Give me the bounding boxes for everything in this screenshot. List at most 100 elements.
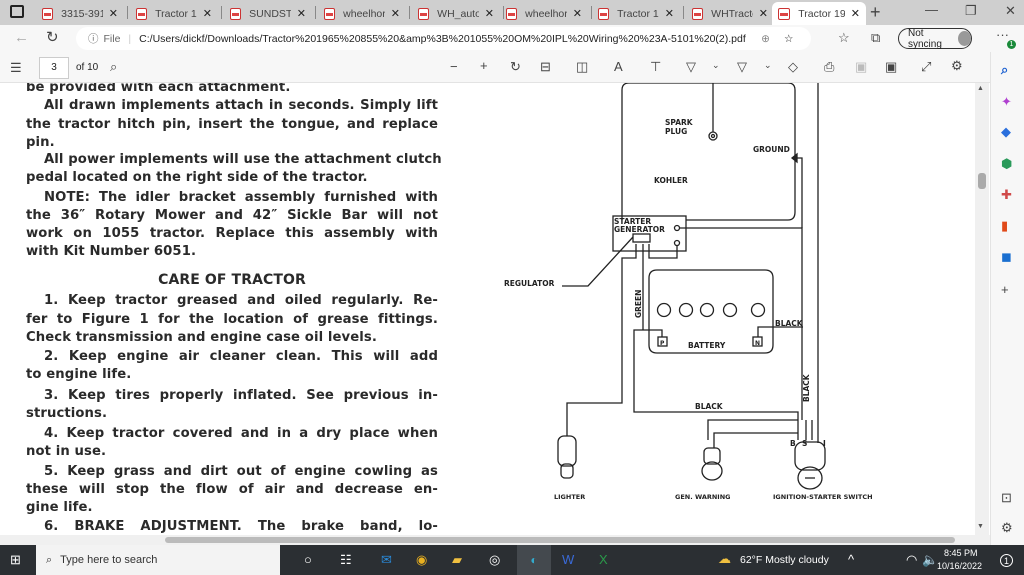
- chrome-app-icon[interactable]: ◉: [416, 552, 428, 567]
- file-explorer-icon[interactable]: ▰: [452, 552, 462, 567]
- document-text-line: to engine life.: [26, 367, 132, 382]
- hscroll-thumb[interactable]: [165, 537, 955, 543]
- zoom-icon[interactable]: ⊕: [761, 32, 770, 45]
- settings-icon[interactable]: ⚙: [951, 58, 963, 73]
- save-icon[interactable]: ▣: [855, 59, 868, 74]
- close-tab-icon[interactable]: ✕: [108, 8, 118, 20]
- fit-page-icon[interactable]: ⊟: [540, 59, 551, 74]
- erase-icon[interactable]: ◇: [788, 59, 798, 74]
- contents-icon[interactable]: ☰: [10, 60, 22, 75]
- tab[interactable]: 3315-391R✕: [36, 2, 124, 25]
- taskbar-search[interactable]: ⌕ Type here to search: [36, 545, 280, 575]
- horizontal-scrollbar[interactable]: [0, 535, 990, 545]
- tools-icon[interactable]: ⬢: [1001, 156, 1013, 171]
- edge-app-icon[interactable]: ◐: [517, 545, 551, 575]
- scroll-up-arrow[interactable]: ▲: [977, 85, 984, 92]
- tab[interactable]: Tractor 196✕: [772, 2, 866, 25]
- print-icon[interactable]: ⎙: [824, 59, 835, 74]
- add-sidebar-app-icon[interactable]: +: [1001, 282, 1009, 297]
- document-text-line: All power implements will use the attach…: [44, 152, 442, 167]
- ignition-switch-label: IGNITION-STARTER SWITCH: [773, 493, 873, 501]
- close-tab-icon[interactable]: ✕: [202, 8, 212, 20]
- sync-button[interactable]: Not syncing: [898, 28, 972, 50]
- close-tab-icon[interactable]: ✕: [758, 8, 768, 20]
- sidebar-toggle-icon[interactable]: ⊡: [1001, 490, 1012, 505]
- more-menu-button[interactable]: ···: [996, 27, 1009, 42]
- tab-separator: [315, 6, 316, 19]
- sidebar-settings-icon[interactable]: ⚙: [1001, 520, 1013, 535]
- widgets-icon[interactable]: ☷: [340, 552, 352, 567]
- excel-app-icon[interactable]: X: [599, 552, 608, 567]
- zoom-out-button[interactable]: −: [450, 59, 458, 74]
- info-icon[interactable]: ⓘ: [88, 33, 99, 45]
- sparkle-icon[interactable]: ✦: [1001, 94, 1012, 109]
- highlight-options-icon[interactable]: ⌄: [764, 60, 772, 70]
- url-text[interactable]: C:/Users/dickf/Downloads/Tractor%201965%…: [139, 32, 746, 45]
- fullscreen-icon[interactable]: ⤢: [921, 59, 932, 74]
- zoom-in-button[interactable]: +: [480, 58, 488, 73]
- pdf-icon: [506, 7, 518, 20]
- back-button[interactable]: ←: [14, 29, 29, 46]
- word-app-icon[interactable]: W: [562, 552, 575, 567]
- volume-icon[interactable]: 🔈: [922, 552, 939, 567]
- collections-icon[interactable]: ⧉: [871, 30, 881, 45]
- document-text-line: 1. Keep tractor greased and oiled regula…: [44, 293, 438, 308]
- clock-time[interactable]: 8:45 PM: [944, 548, 978, 558]
- find-icon[interactable]: ⌕: [110, 59, 118, 74]
- mail-app-icon[interactable]: ✉: [381, 552, 392, 567]
- pdf-icon: [42, 7, 54, 20]
- page-view-icon[interactable]: ◫: [576, 59, 589, 74]
- rotate-icon[interactable]: ↻: [510, 59, 521, 74]
- document-text-line: with Kit Number 6051.: [26, 244, 197, 259]
- office-icon[interactable]: ▮: [1001, 218, 1009, 233]
- refresh-button[interactable]: ↻: [46, 29, 59, 46]
- restore-button[interactable]: ❐: [965, 3, 977, 18]
- tab-actions-icon[interactable]: [10, 5, 24, 18]
- start-button[interactable]: ⊞: [10, 552, 21, 567]
- shopping-icon[interactable]: ◆: [1001, 124, 1011, 139]
- vertical-scrollbar[interactable]: ▲ ▼: [975, 83, 989, 535]
- close-tab-icon[interactable]: ✕: [296, 8, 306, 20]
- close-tab-icon[interactable]: ✕: [484, 8, 494, 20]
- close-tab-icon[interactable]: ✕: [572, 8, 582, 20]
- favorite-star-icon[interactable]: ☆: [783, 32, 794, 45]
- app-icon[interactable]: ◎: [489, 552, 501, 567]
- close-tab-icon[interactable]: ✕: [664, 8, 674, 20]
- tab[interactable]: WHTractor✕: [686, 2, 774, 25]
- draw-icon[interactable]: ▽: [686, 59, 696, 74]
- network-icon[interactable]: ◠: [906, 552, 918, 567]
- plug-label: PLUG: [665, 127, 687, 136]
- tab[interactable]: wheelhorse✕: [500, 2, 588, 25]
- tab[interactable]: Tractor 196✕: [130, 2, 218, 25]
- pdf-page: be provided with each attachment.All dra…: [0, 83, 975, 535]
- save-as-icon[interactable]: ▣: [885, 59, 898, 74]
- address-bar[interactable]: ⓘ File | C:/Users/dickf/Downloads/Tracto…: [76, 27, 811, 50]
- notification-badge: 1: [1007, 40, 1016, 49]
- highlight-icon[interactable]: ▽: [737, 59, 747, 74]
- tab[interactable]: WH_auto_✕: [412, 2, 500, 25]
- clock-date[interactable]: 10/16/2022: [937, 561, 983, 571]
- page-number-input[interactable]: 3: [39, 57, 69, 79]
- tab[interactable]: Tractor 198✕: [592, 2, 680, 25]
- close-tab-icon[interactable]: ✕: [390, 8, 400, 20]
- notification-count[interactable]: 1: [1000, 554, 1013, 567]
- tab[interactable]: wheelhorse✕: [318, 2, 406, 25]
- outlook-icon[interactable]: ◼: [1001, 249, 1012, 264]
- weather-text[interactable]: 62°F Mostly cloudy: [740, 554, 829, 566]
- scroll-thumb[interactable]: [978, 173, 986, 189]
- task-view-icon[interactable]: ○: [304, 552, 312, 567]
- favorites-icon[interactable]: ☆: [838, 30, 850, 45]
- search-icon[interactable]: ⌕: [1001, 62, 1009, 77]
- tray-chevron-icon[interactable]: ^: [848, 552, 855, 567]
- tab[interactable]: SUNDSTRA✕: [224, 2, 312, 25]
- close-window-button[interactable]: ✕: [1005, 3, 1016, 18]
- minimize-button[interactable]: —: [925, 2, 938, 17]
- new-tab-button[interactable]: +: [870, 2, 881, 22]
- scroll-down-arrow[interactable]: ▼: [977, 523, 984, 530]
- games-icon[interactable]: ✚: [1001, 187, 1012, 202]
- battery-box: [648, 269, 774, 354]
- draw-options-icon[interactable]: ⌄: [712, 60, 720, 70]
- read-aloud-icon[interactable]: A: [614, 59, 623, 74]
- add-text-icon[interactable]: ⊤: [650, 59, 662, 74]
- close-tab-icon[interactable]: ✕: [850, 8, 860, 20]
